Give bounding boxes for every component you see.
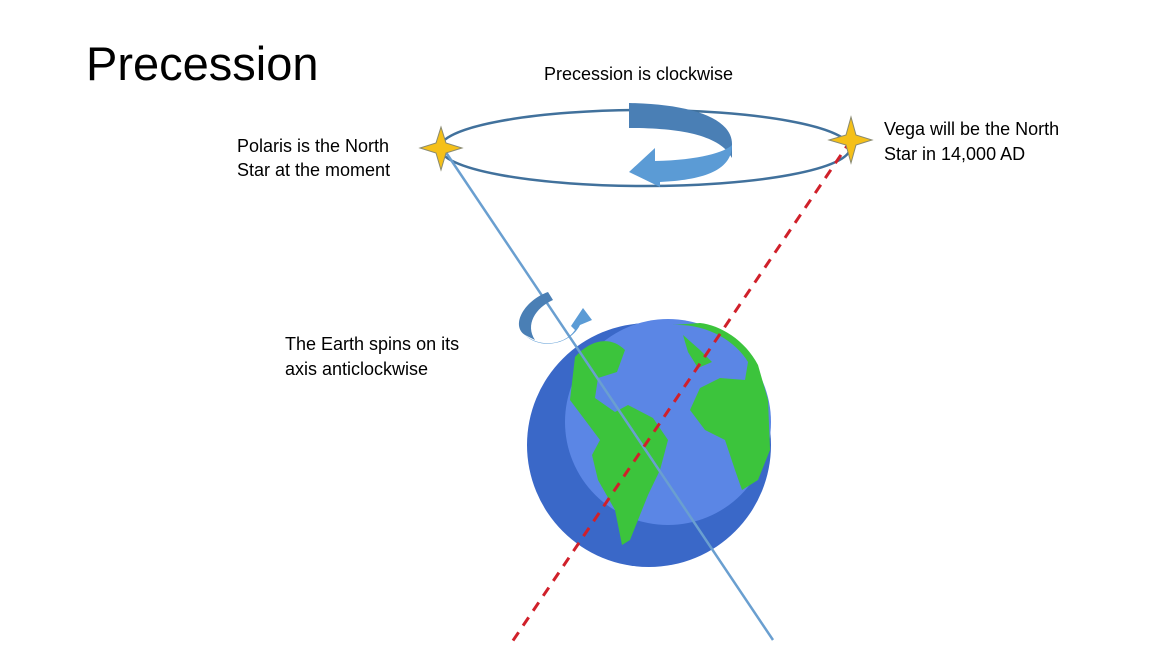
clockwise-arrow-icon	[629, 103, 733, 187]
polaris-star-icon	[418, 125, 464, 172]
vega-star-icon	[827, 115, 874, 165]
spin-label-line1: The Earth spins on its	[285, 334, 460, 354]
precession-label: Precession is clockwise	[544, 64, 734, 84]
anticlockwise-arrow-icon	[518, 292, 592, 344]
earth-icon	[527, 319, 771, 567]
polaris-label-line1: Polaris is the North	[237, 136, 390, 156]
spin-label-line2: axis anticlockwise	[285, 359, 429, 379]
vega-label-line2: Star in 14,000 AD	[884, 144, 1026, 164]
page-title: Precession	[86, 37, 319, 90]
vega-label-line1: Vega will be the North	[884, 119, 1060, 139]
future-axis-line	[508, 139, 853, 646]
polaris-label-line2: Star at the moment	[237, 160, 391, 180]
current-axis-line	[441, 147, 775, 641]
